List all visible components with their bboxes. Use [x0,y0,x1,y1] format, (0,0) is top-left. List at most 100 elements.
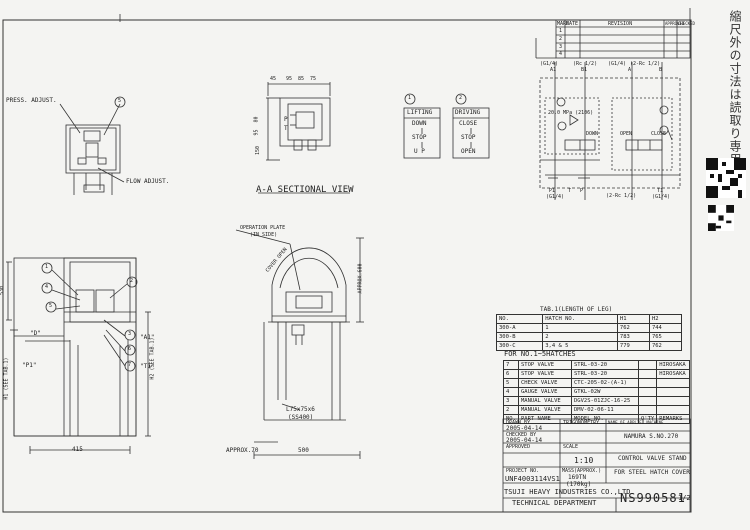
dim-95b: 95 [253,129,260,136]
parts-cell: CTC-205-02-(A-1) [571,378,639,388]
tab1-cell: 765 [648,332,683,342]
tb-mass: 169TN [568,474,587,481]
parts-cell [637,360,658,370]
parts-cell [656,405,690,415]
parts-cell [656,396,690,406]
lifting-num: 1 [408,95,412,101]
tab1-cell: 762 [616,323,650,333]
dim-150: 150 [255,145,262,156]
tb-project-label: PROJECT NO. [506,468,540,474]
sch-2rc: (2-Rc 1/2) [606,193,637,199]
port-a1-label: "A1" [140,334,155,341]
tb-mass2: (170kg) [566,481,592,488]
tb-company2: TECHNICAL DEPARTMENT [512,499,597,507]
balloon-6: 6 [128,346,132,352]
port-t: T [284,125,288,132]
tb-project-no: UNF4003114VS1 [505,475,560,483]
tb-checked-by: CHECKED BY [506,432,537,438]
sch-p: P [580,188,584,194]
sch-relief: 20.0 MPa (2106) [548,110,594,116]
parts-cell: 4 [503,387,519,397]
rev-mark-header: MARK [557,21,570,27]
tab1-cell: 1 [542,323,618,333]
rev-mark-1: 1 [559,28,563,34]
tb-dwg-suffix: 1/2 [678,494,691,502]
tab1-cell: 779 [616,341,650,351]
balloon-4: 4 [45,284,49,290]
tab1-h-h2: H2 [648,314,683,324]
tb-mass-label: MASS(APPROX.) [562,468,602,474]
parts-cell: 2 [503,405,519,415]
table-row: 7 STOP VALVE STRL-03-20 HIROSAKA [503,360,690,370]
parts-cell: STRL-03-20 [571,369,639,379]
tab1-h-hatch: HATCH NO. [542,314,618,324]
parts-cell [637,369,658,379]
balloon-7: 7 [128,362,132,368]
tab1-h-h1: H1 [616,314,650,324]
dim-85: 85 [298,76,305,82]
tb-title1: CONTROL VALVE STAND [618,455,687,462]
tb-drawn-date: 2005-04-14 [506,425,543,432]
angle-sub-label: (SS400) [288,414,314,421]
port-d-label: "D" [30,330,41,337]
qr-code-icon [706,158,746,198]
tb-ship: NAMURA S.NO.270 [624,433,679,440]
rev-date-header: DATE [566,21,579,27]
driving-stop: STOP [461,134,476,141]
rev-checked-header: CHECKED [678,21,695,26]
table-row: 300-B 2 783 765 [495,332,683,342]
port-p: P [284,116,288,123]
tb-scale: 1:10 [574,456,594,465]
qr-code-small-icon [708,205,734,231]
operation-plate-sub: (IN SIDE) [250,232,278,238]
parts-cell: MANUAL VALVE [518,405,572,415]
parts-cell: 6 [503,369,519,379]
sch-b: B [659,67,663,73]
parts-cell [637,378,658,388]
side-stamp: 縮尺外の寸法は読取り専用です [728,10,742,192]
parts-cell: STRL-03-20 [571,360,639,370]
parts-cell: HIROSAKA [656,360,690,370]
rev-approved-header: APPROVED [665,21,685,26]
tab1-cell: 744 [648,323,683,333]
press-adjust-label: PRESS. ADJUST. [6,97,57,104]
tab1-header-row: NO. HATCH NO. H1 H2 [495,314,683,324]
parts-cell: STOP VALVE [518,360,572,370]
sch-open: OPEN [620,131,633,137]
sch-down: DOWN [586,131,599,137]
dim-75: 75 [310,76,317,82]
tab1-cell: 783 [616,332,650,342]
dim-45: 45 [270,76,277,82]
parts-cell: GAUGE VALVE [518,387,572,397]
dim-415-label: 415 [72,446,83,453]
parts-cell: DMV-02-06-11 [571,405,639,415]
sch-top-g14b: (G1/4) [608,61,627,67]
tab1-table: NO. HATCH NO. H1 H2 300-A 1 762 744 300-… [495,314,683,351]
lifting-title: LIFTING [407,109,433,116]
sch-b1: B1 [581,67,588,73]
table-row: 5 CHECK VALVE CTC-205-02-(A-1) [503,378,690,388]
parts-cell [637,387,658,397]
parts-cell: CHECK VALVE [518,378,572,388]
balloon-5-top: 5 [118,98,122,104]
h2-label: H2 (SEE TAB.1) [149,337,156,380]
balloon-5: 5 [49,303,53,309]
table-row: 6 STOP VALVE STRL-03-20 HIROSAKA [503,369,690,379]
angle-label: L75x75x6 [286,406,315,413]
balloon-1: 1 [45,264,49,270]
sch-top-rc: (Rc 1/2) [573,61,598,67]
parts-for-label: FOR NO.1~5HATCHES [504,350,576,358]
sch-top-2rc: (2-Rc 1/2) [630,61,661,67]
sch-a1: A1 [550,67,557,73]
table-row: 4 GAUGE VALVE GTKL-02W [503,387,690,397]
tb-checked-date: 2005-04-14 [506,437,543,444]
sch-a: A [628,67,632,73]
section-title: A-A SECTIONAL VIEW [256,185,354,195]
approx-600-label: APPROX.600 [357,263,364,294]
rev-mark-2: 2 [559,36,563,42]
parts-cell: GTKL-02W [571,387,639,397]
parts-cell [656,387,690,397]
parts-cell: 7 [503,360,519,370]
tb-scale-label: SCALE [563,444,579,450]
